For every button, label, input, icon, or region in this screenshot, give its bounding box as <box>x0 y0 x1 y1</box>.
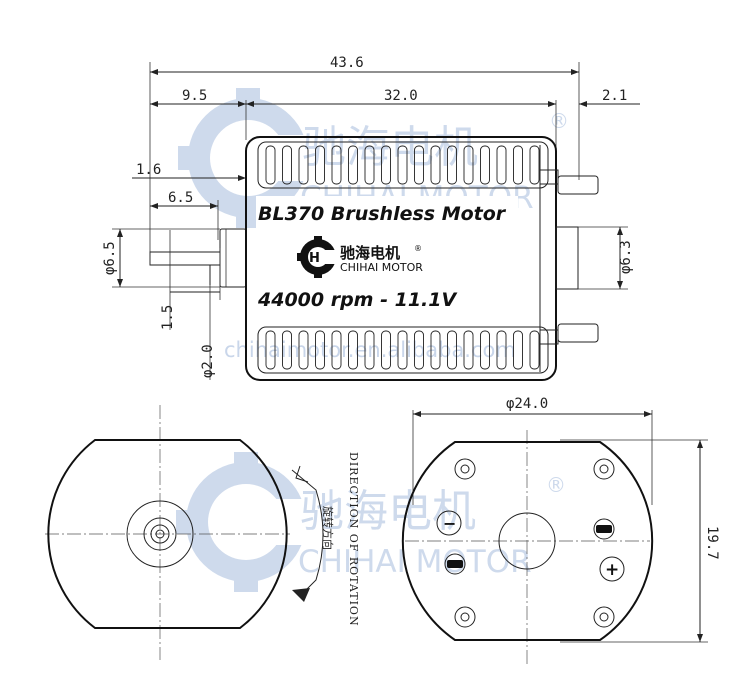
fin-slot <box>315 145 325 185</box>
watermark-gear-icon <box>178 88 330 228</box>
fin-slot <box>298 330 309 370</box>
fin-slot <box>463 145 474 185</box>
fin-slots <box>265 145 540 370</box>
mount-holes <box>454 458 615 628</box>
fin-slot <box>529 330 540 370</box>
dim-flat-width: 19.7 <box>704 526 720 560</box>
dim-overall-length: 43.6 <box>330 55 364 71</box>
dim-boss-width: 1.5 <box>160 305 176 330</box>
logo-en: CHIHAI MOTOR <box>340 261 423 274</box>
fin-slot <box>447 145 457 185</box>
logo-gear-icon: H <box>297 236 338 278</box>
fin-slot <box>298 145 309 185</box>
fin-slot <box>430 330 441 370</box>
fin-slot <box>513 330 523 370</box>
fin-slot <box>265 330 276 370</box>
dim-rear-offset: 9.5 <box>182 88 207 104</box>
watermark-url: chihaimotor.en.alibaba.com <box>224 338 516 362</box>
fin-slot <box>364 330 375 370</box>
fin-slot <box>414 330 424 370</box>
rotation-label-cn: 旋转方向 <box>321 506 335 550</box>
dim-shaft-length: 6.5 <box>168 190 193 206</box>
logo-cn: 驰海电机 <box>340 244 400 262</box>
side-view: 43.6 9.5 32.0 2.1 1.6 6.5 φ6.5 <box>102 55 640 381</box>
rotation-label-en: DIRECTION OF ROTATION <box>347 452 360 627</box>
negative-terminal-icon: − <box>436 510 462 536</box>
fins-top <box>257 141 549 189</box>
solder-tab-left-icon <box>444 553 466 575</box>
dim-terminal-length: 2.1 <box>602 88 627 104</box>
watermark-bottom: 驰海电机 CHIHAI MOTOR ® <box>176 452 566 592</box>
front-view: 旋转方向 DIRECTION OF ROTATION <box>45 405 360 660</box>
fin-slot <box>381 330 391 370</box>
rotation-arrow-icon <box>291 465 324 602</box>
fin-slot <box>430 145 441 185</box>
dim-shaft-step: 1.6 <box>136 162 161 178</box>
watermark-registered-bottom: ® <box>546 473 566 497</box>
motor-title: BL370 Brushless Motor <box>258 203 507 225</box>
fin-slot <box>348 145 358 185</box>
rear-view: φ24.0 19.7 − + <box>401 396 720 665</box>
fin-slot <box>414 145 424 185</box>
fin-slot <box>381 145 391 185</box>
fin-slot <box>397 330 408 370</box>
fin-slot <box>331 330 342 370</box>
watermark-registered: ® <box>549 109 569 133</box>
fin-slot <box>331 145 342 185</box>
dim-shaft-diameter: φ6.5 <box>102 241 118 275</box>
watermark-gear-icon-bottom <box>176 452 328 592</box>
solder-tab-right-icon <box>593 518 615 540</box>
svg-text:−: − <box>443 514 456 533</box>
fin-slot <box>282 145 292 185</box>
fin-slot <box>364 145 375 185</box>
motor-spec: 44000 rpm - 11.1V <box>257 289 457 311</box>
fin-slot <box>496 145 507 185</box>
fin-slot <box>480 330 490 370</box>
logo-registered: ® <box>414 244 422 253</box>
chihai-logo: H 驰海电机 ® CHIHAI MOTOR <box>297 236 423 278</box>
watermark-brand-en-bottom: CHIHAI MOTOR <box>298 544 532 580</box>
dim-body-length: 32.0 <box>384 88 418 104</box>
fin-slot <box>282 330 292 370</box>
fin-slot <box>397 145 408 185</box>
fin-slot <box>496 330 507 370</box>
fin-slot <box>447 330 457 370</box>
fin-slot <box>315 330 325 370</box>
dim-body-diameter: φ24.0 <box>506 396 548 412</box>
svg-text:H: H <box>309 251 320 266</box>
fin-slot <box>529 145 540 185</box>
fin-slot <box>348 330 358 370</box>
fin-slot <box>513 145 523 185</box>
positive-terminal-icon: + <box>599 556 625 582</box>
fin-slot <box>265 145 276 185</box>
dim-rear-boss-diameter: φ6.3 <box>618 240 634 274</box>
dim-pin-diameter: φ2.0 <box>200 344 216 378</box>
fins-bottom <box>257 326 549 374</box>
svg-text:+: + <box>605 560 619 580</box>
fin-slot <box>463 330 474 370</box>
fin-slot <box>480 145 490 185</box>
